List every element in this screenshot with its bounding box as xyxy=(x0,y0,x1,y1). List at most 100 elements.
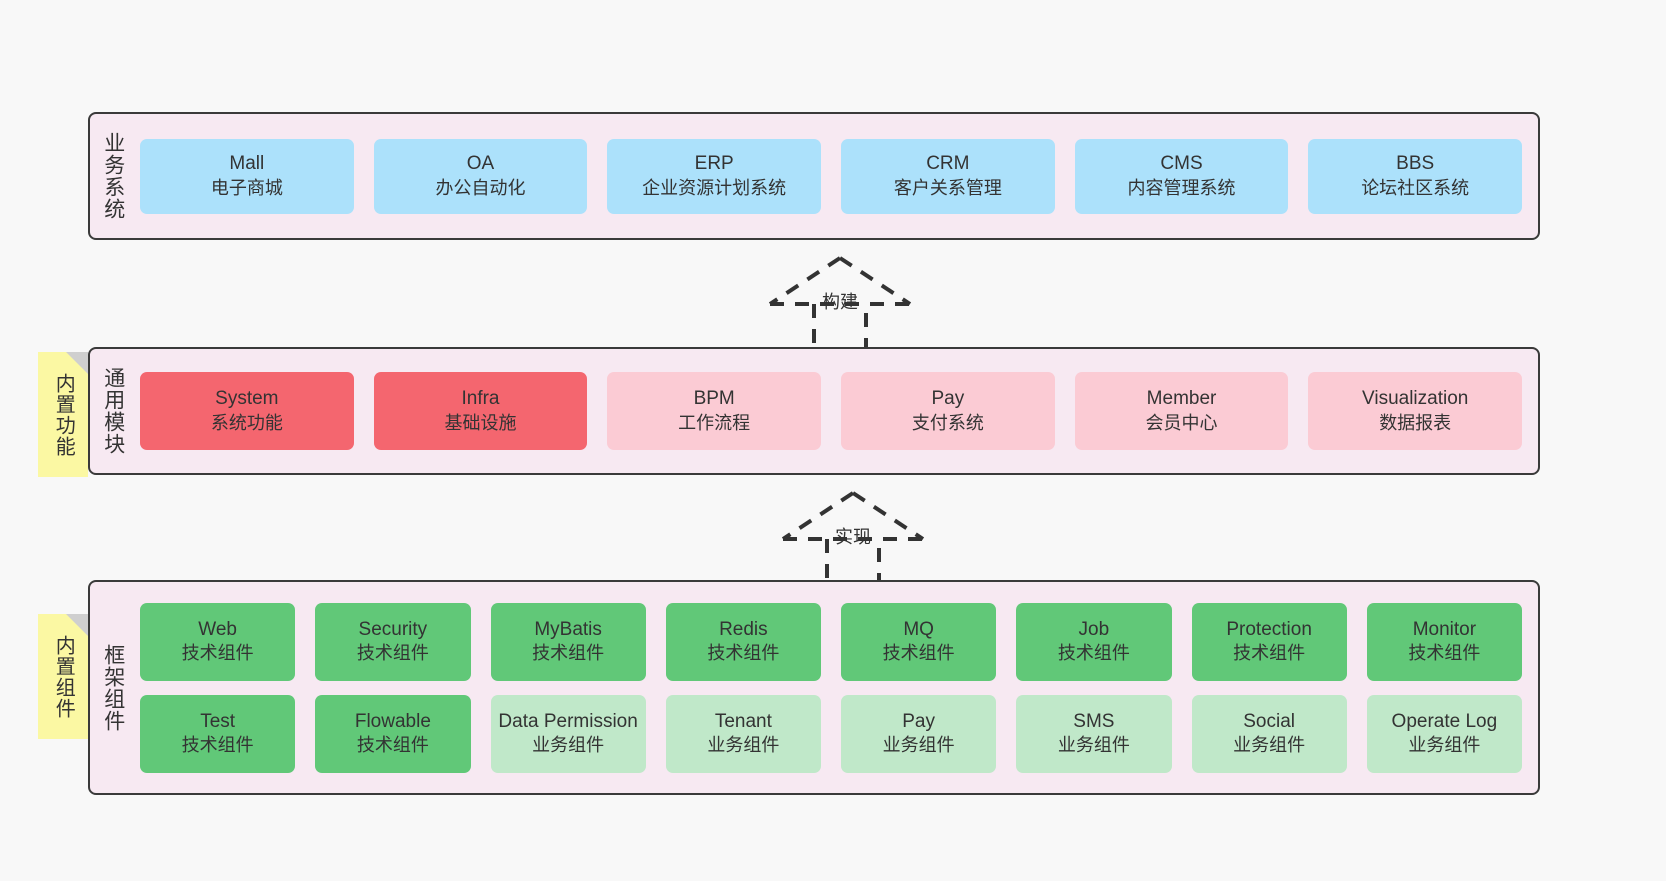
card-data-permission-subtitle: 业务组件 xyxy=(532,735,605,756)
card-system[interactable]: System 系统功能 xyxy=(140,372,354,450)
card-tenant[interactable]: Tenant 业务组件 xyxy=(665,694,821,773)
card-test-title: Test xyxy=(200,710,236,732)
card-crm-title: CRM xyxy=(926,153,970,175)
card-oa[interactable]: OA 办公自动化 xyxy=(373,138,588,214)
card-bpm-title: BPM xyxy=(693,388,735,410)
card-sms-subtitle: 业务组件 xyxy=(1057,735,1130,756)
card-job-title: Job xyxy=(1078,618,1110,640)
note-builtin-features: 内置功能 xyxy=(38,352,88,477)
card-visualization-title: Visualization xyxy=(1362,388,1469,410)
layer-framework-component: 框架组件 Web 技术组件 Security 技术组件 MyBatis 技术组件… xyxy=(88,580,1540,795)
card-mq[interactable]: MQ 技术组件 xyxy=(841,602,997,681)
card-redis-subtitle: 技术组件 xyxy=(707,643,780,664)
card-bpm-subtitle: 工作流程 xyxy=(678,412,751,433)
card-protection-title: Protection xyxy=(1226,618,1312,640)
connector-build-arrow xyxy=(768,256,912,354)
connector-build: 构建 xyxy=(752,252,928,357)
connector-implement: 实现 xyxy=(765,487,941,592)
card-redis-title: Redis xyxy=(719,618,768,640)
card-security-title: Security xyxy=(358,618,428,640)
card-operate-log-title: Operate Log xyxy=(1391,710,1498,732)
card-web[interactable]: Web 技术组件 xyxy=(140,602,296,681)
card-infra[interactable]: Infra 基础设施 xyxy=(373,372,588,450)
card-crm[interactable]: CRM 客户关系管理 xyxy=(841,138,1055,214)
card-infra-title: Infra xyxy=(461,388,500,410)
card-data-permission-title: Data Permission xyxy=(498,710,638,732)
card-pay-component[interactable]: Pay 业务组件 xyxy=(841,694,997,773)
card-tenant-subtitle: 业务组件 xyxy=(707,735,780,756)
card-protection[interactable]: Protection 技术组件 xyxy=(1191,602,1347,681)
note-fold-icon xyxy=(66,614,88,636)
card-erp-subtitle: 企业资源计划系统 xyxy=(642,177,787,198)
card-flowable-subtitle: 技术组件 xyxy=(356,735,429,756)
card-pay-module[interactable]: Pay 支付系统 xyxy=(841,372,1055,450)
card-data-permission[interactable]: Data Permission 业务组件 xyxy=(490,694,646,773)
card-member[interactable]: Member 会员中心 xyxy=(1074,372,1289,450)
framework-row-technical: Web 技术组件 Security 技术组件 MyBatis 技术组件 Redi… xyxy=(140,602,1522,681)
card-mybatis-title: MyBatis xyxy=(534,618,602,640)
card-bpm[interactable]: BPM 工作流程 xyxy=(607,372,822,450)
card-cms-title: CMS xyxy=(1160,153,1203,175)
connector-implement-label: 实现 xyxy=(835,527,871,547)
card-job-subtitle: 技术组件 xyxy=(1057,643,1130,664)
card-crm-subtitle: 客户关系管理 xyxy=(893,177,1002,198)
card-operate-log-subtitle: 业务组件 xyxy=(1408,735,1481,756)
card-pay-component-subtitle: 业务组件 xyxy=(882,735,955,756)
card-member-title: Member xyxy=(1146,388,1217,410)
card-monitor-title: Monitor xyxy=(1412,618,1477,640)
card-social[interactable]: Social 业务组件 xyxy=(1191,694,1347,773)
card-pay-module-subtitle: 支付系统 xyxy=(911,412,984,433)
card-monitor-subtitle: 技术组件 xyxy=(1408,643,1481,664)
card-social-title: Social xyxy=(1243,710,1295,732)
card-web-subtitle: 技术组件 xyxy=(181,643,254,664)
card-visualization-subtitle: 数据报表 xyxy=(1379,412,1452,433)
card-system-subtitle: 系统功能 xyxy=(210,412,283,433)
card-sms[interactable]: SMS 业务组件 xyxy=(1016,694,1172,773)
card-member-subtitle: 会员中心 xyxy=(1145,412,1218,433)
card-web-title: Web xyxy=(198,618,237,640)
card-flowable[interactable]: Flowable 技术组件 xyxy=(315,694,471,773)
card-test[interactable]: Test 技术组件 xyxy=(140,694,296,773)
card-bbs-title: BBS xyxy=(1396,153,1435,175)
card-mall-subtitle: 电子商城 xyxy=(210,177,283,198)
card-pay-component-title: Pay xyxy=(902,710,935,732)
card-redis[interactable]: Redis 技术组件 xyxy=(665,602,821,681)
card-bbs-subtitle: 论坛社区系统 xyxy=(1361,177,1470,198)
card-erp[interactable]: ERP 企业资源计划系统 xyxy=(607,138,822,214)
card-job[interactable]: Job 技术组件 xyxy=(1016,602,1172,681)
common-module-row: System 系统功能 Infra 基础设施 BPM 工作流程 Pay 支付系统… xyxy=(140,372,1523,450)
layer-business-system-body: Mall 电子商城 OA 办公自动化 ERP 企业资源计划系统 CRM 客户关系… xyxy=(136,114,1538,238)
business-system-row: Mall 电子商城 OA 办公自动化 ERP 企业资源计划系统 CRM 客户关系… xyxy=(140,138,1523,214)
layer-framework-component-label: 框架组件 xyxy=(101,643,125,732)
card-cms[interactable]: CMS 内容管理系统 xyxy=(1074,138,1289,214)
note-fold-icon xyxy=(66,352,88,374)
card-protection-subtitle: 技术组件 xyxy=(1233,643,1306,664)
card-mq-subtitle: 技术组件 xyxy=(882,643,955,664)
card-sms-title: SMS xyxy=(1073,710,1115,732)
card-security[interactable]: Security 技术组件 xyxy=(315,602,471,681)
note-builtin-components-label: 内置组件 xyxy=(52,634,75,719)
card-visualization[interactable]: Visualization 数据报表 xyxy=(1308,372,1523,450)
layer-business-system: 业务系统 Mall 电子商城 OA 办公自动化 ERP 企业资源计划系统 CRM… xyxy=(88,112,1540,240)
layer-framework-component-body: Web 技术组件 Security 技术组件 MyBatis 技术组件 Redi… xyxy=(136,582,1538,793)
card-flowable-title: Flowable xyxy=(354,710,431,732)
card-oa-title: OA xyxy=(466,153,495,175)
note-builtin-features-label: 内置功能 xyxy=(52,372,75,457)
connector-implement-arrow xyxy=(781,491,925,589)
card-operate-log[interactable]: Operate Log 业务组件 xyxy=(1366,694,1522,773)
card-pay-module-title: Pay xyxy=(931,388,965,410)
layer-common-module: 通用模块 System 系统功能 Infra 基础设施 BPM 工作流程 Pay… xyxy=(88,347,1540,475)
card-erp-title: ERP xyxy=(694,153,734,175)
card-social-subtitle: 业务组件 xyxy=(1233,735,1306,756)
card-bbs[interactable]: BBS 论坛社区系统 xyxy=(1308,138,1523,214)
card-mybatis-subtitle: 技术组件 xyxy=(532,643,605,664)
card-security-subtitle: 技术组件 xyxy=(356,643,429,664)
card-mq-title: MQ xyxy=(903,618,934,640)
framework-row-business: Test 技术组件 Flowable 技术组件 Data Permission … xyxy=(140,694,1522,773)
card-tenant-title: Tenant xyxy=(714,710,772,732)
card-cms-subtitle: 内容管理系统 xyxy=(1127,177,1236,198)
card-mybatis[interactable]: MyBatis 技术组件 xyxy=(490,602,646,681)
card-mall[interactable]: Mall 电子商城 xyxy=(140,138,354,214)
card-monitor[interactable]: Monitor 技术组件 xyxy=(1366,602,1522,681)
